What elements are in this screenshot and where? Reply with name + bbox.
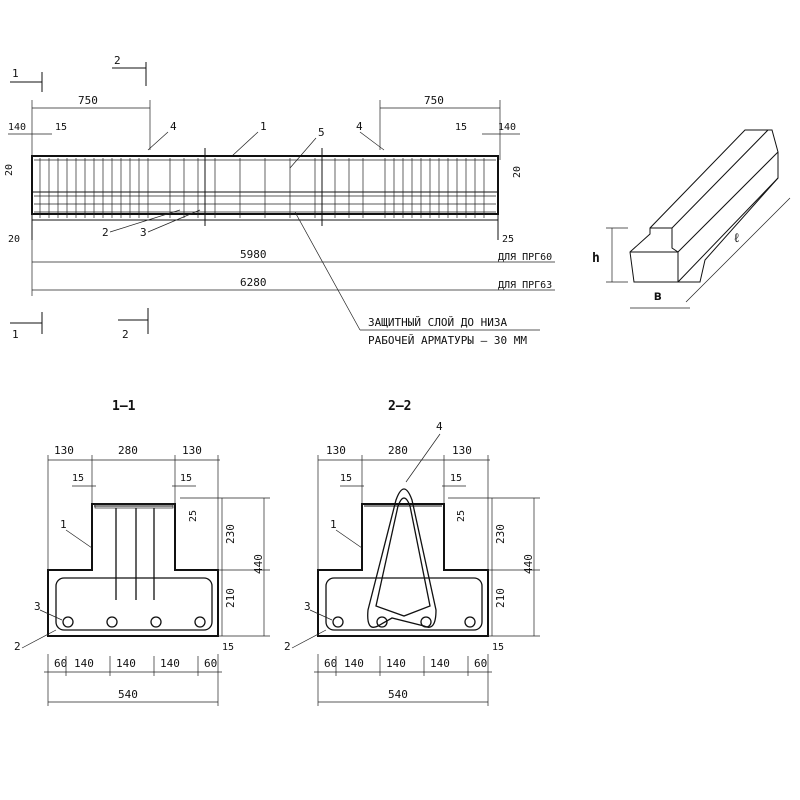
s2-callout-2: 2 [284,640,291,653]
s1-bottom-dims: 60 140 140 140 60 [54,656,217,676]
section-mark-2-top: 2 [112,54,147,86]
s2-dim-15-right: 15 [450,473,462,484]
s1-dim-15-left: 15 [72,473,84,484]
bottom-dim-label: 140 [116,657,136,670]
iso-label-l: ℓ [733,231,739,246]
bottom-dim-label: 60 [474,657,487,670]
rebar-circle [464,616,476,628]
dim-25-right: 25 [502,234,514,245]
callout-3: 3 [140,226,147,239]
s1-callout-2: 2 [14,640,21,653]
rebar-circle [332,616,344,628]
s1-rebar-row [62,616,206,628]
s2-dim-210: 210 [494,588,507,608]
section-2-title: 2–2 [388,399,411,414]
bottom-dim-label: 140 [74,657,94,670]
s1-dim-210: 210 [224,588,237,608]
cover-note-line2: РАБОЧЕЙ АРМАТУРЫ – 30 ММ [368,334,527,347]
note-prg63: ДЛЯ ПРГ63 [498,280,552,291]
section-mark-1-bottom: 1 [10,312,43,341]
rebar-circle [106,616,118,628]
callout-2: 2 [102,226,109,239]
s1-callout-3: 3 [34,600,41,613]
dim-140-right: 140 [498,122,516,133]
dim-20-right-top: 20 [512,166,523,178]
note-prg60: ДЛЯ ПРГ60 [498,252,552,263]
s2-dim-280: 280 [388,444,408,457]
s1-dim-15-right: 15 [180,473,192,484]
s2-callout-1: 1 [330,518,337,531]
bottom-dim-label: 60 [324,657,337,670]
dim-140-left: 140 [8,122,26,133]
s2-dim-25: 25 [456,510,467,522]
bottom-dim-label: 60 [204,657,217,670]
callout-5: 5 [318,126,325,139]
rebar-circle [376,616,388,628]
s1-dim-25: 25 [188,510,199,522]
rebar-circle [420,616,432,628]
section-mark-1-top: 1 [10,67,43,92]
section-mark-2-bottom-label: 2 [122,328,129,341]
s2-rebar-row [332,616,476,628]
rebar-circle [62,616,74,628]
s2-callout-4: 4 [436,420,443,433]
length-6280: 6280 [240,276,267,289]
s1-dim-230: 230 [224,524,237,544]
iso-label-h: h [592,251,600,266]
dim-750-left: 750 [78,94,98,107]
s1-dim-15-bottom: 15 [222,642,234,653]
s1-callout-1: 1 [60,518,67,531]
s2-dim-130-left: 130 [326,444,346,457]
s2-total-540: 540 [388,688,408,701]
dim-15-left: 15 [55,122,67,133]
s2-dim-130-right: 130 [452,444,472,457]
bottom-dim-label: 140 [160,657,180,670]
beam-isometric: h в ℓ [592,129,791,309]
section-mark-1-top-label: 1 [12,67,19,80]
bottom-dim-label: 60 [54,657,67,670]
bottom-dim-label: 140 [430,657,450,670]
length-5980: 5980 [240,248,267,261]
beam-elevation: 1 2 1 2 750 750 140 15 15 [4,54,555,347]
s2-dim-15-left: 15 [340,473,352,484]
s1-total-540: 540 [118,688,138,701]
beam-stirrups [34,158,496,218]
s2-dim-230: 230 [494,524,507,544]
bottom-dim-label: 140 [386,657,406,670]
bottom-dim-label: 140 [344,657,364,670]
callout-1: 1 [260,120,267,133]
s1-dim-280: 280 [118,444,138,457]
s2-bottom-dims: 60 140 140 140 60 [324,656,487,676]
dim-20-left-top: 20 [4,164,15,176]
section-2-2: 2–2 130 280 130 15 15 25 230 210 440 15 … [284,399,540,706]
s2-dim-440: 440 [522,554,535,574]
dim-20-left-bottom: 20 [8,234,20,245]
rebar-circle [194,616,206,628]
s1-dim-130-left: 130 [54,444,74,457]
dim-15-right: 15 [455,122,467,133]
section-mark-2-top-label: 2 [114,54,121,67]
callout-4b: 4 [356,120,363,133]
section-mark-1-bottom-label: 1 [12,328,19,341]
section-1-1: 1–1 130 280 130 15 15 25 230 210 440 1 [14,399,270,706]
dim-750-right: 750 [424,94,444,107]
rebar-circle [150,616,162,628]
s2-callout-3: 3 [304,600,311,613]
callout-4a: 4 [170,120,177,133]
section-1-title: 1–1 [112,399,136,414]
section-mark-2-bottom: 2 [118,308,149,341]
s2-dim-15-bottom: 15 [492,642,504,653]
cover-note-line1: ЗАЩИТНЫЙ СЛОЙ ДО НИЗА [368,316,507,329]
iso-label-b: в [654,289,662,304]
s1-dim-440: 440 [252,554,265,574]
s1-dim-130-right: 130 [182,444,202,457]
